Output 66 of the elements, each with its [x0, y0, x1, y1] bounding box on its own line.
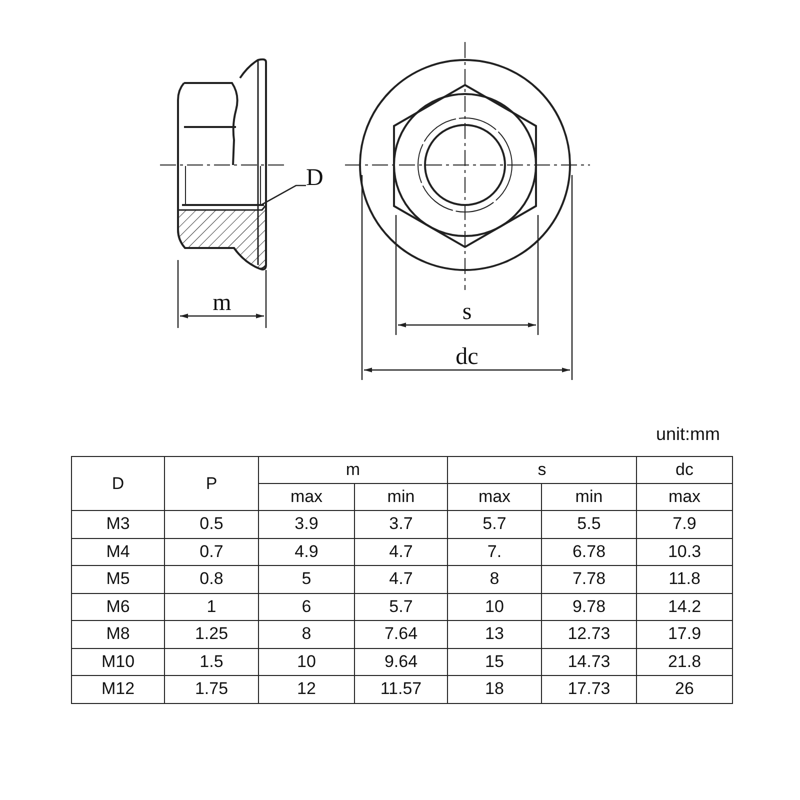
data-value: 4.9: [258, 538, 354, 566]
column-header: max: [448, 484, 542, 510]
data-value: 3.9: [258, 510, 354, 538]
data-value: 8: [448, 566, 542, 593]
data-value: 1: [164, 593, 258, 620]
data-value: 7.64: [354, 620, 448, 648]
data-value: 5.5: [542, 510, 636, 538]
data-value: 1.5: [164, 648, 258, 676]
data-value: M10: [72, 648, 164, 676]
column-header: max: [636, 484, 732, 510]
data-value: 5.7: [354, 593, 448, 620]
data-value: 1.25: [164, 620, 258, 648]
data-value: M5: [72, 566, 164, 593]
data-value: 17.9: [636, 620, 732, 648]
data-value: 10: [448, 593, 542, 620]
dimension-label: m: [212, 291, 232, 315]
thread-bore: [185, 166, 261, 205]
callout-letter: D: [306, 166, 324, 190]
data-value: 13: [448, 620, 542, 648]
data-value: 10.3: [636, 538, 732, 566]
data-value: 5.7: [448, 510, 542, 538]
data-value: M3: [72, 510, 164, 538]
data-value: 8: [258, 620, 354, 648]
data-value: 1.75: [164, 676, 258, 703]
data-value: M8: [72, 620, 164, 648]
data-value: 11.8: [636, 566, 732, 593]
data-value: 10: [258, 648, 354, 676]
data-value: 4.7: [354, 566, 448, 593]
column-header: s: [448, 456, 636, 484]
data-value: 5: [258, 566, 354, 593]
data-value: M12: [72, 676, 164, 703]
column-header: m: [258, 456, 448, 484]
data-value: 0.8: [164, 566, 258, 593]
data-value: 0.5: [164, 510, 258, 538]
unit-note: unit:mm: [656, 424, 720, 445]
data-value: 6.78: [542, 538, 636, 566]
data-value: 18: [448, 676, 542, 703]
column-header: P: [164, 456, 258, 510]
column-header: min: [542, 484, 636, 510]
data-value: 9.64: [354, 648, 448, 676]
data-value: 9.78: [542, 593, 636, 620]
column-header: max: [258, 484, 354, 510]
data-value: 4.7: [354, 538, 448, 566]
leader-line: [260, 184, 306, 206]
data-value: 26: [636, 676, 732, 703]
column-header: D: [72, 456, 164, 510]
data-value: 0.7: [164, 538, 258, 566]
dimension-label: dc: [456, 345, 478, 369]
data-value: 14.2: [636, 593, 732, 620]
data-value: 21.8: [636, 648, 732, 676]
data-value: 7.78: [542, 566, 636, 593]
data-value: 7.: [448, 538, 542, 566]
data-value: 7.9: [636, 510, 732, 538]
data-value: 14.73: [542, 648, 636, 676]
data-value: 12.73: [542, 620, 636, 648]
data-value: M4: [72, 538, 164, 566]
data-value: 12: [258, 676, 354, 703]
dimension-label: s: [462, 300, 472, 324]
column-header: min: [354, 484, 448, 510]
data-value: 11.57: [354, 676, 448, 703]
data-value: 6: [258, 593, 354, 620]
column-header: dc: [636, 456, 732, 484]
data-value: 15: [448, 648, 542, 676]
data-value: 17.73: [542, 676, 636, 703]
data-value: M6: [72, 593, 164, 620]
data-value: 3.7: [354, 510, 448, 538]
